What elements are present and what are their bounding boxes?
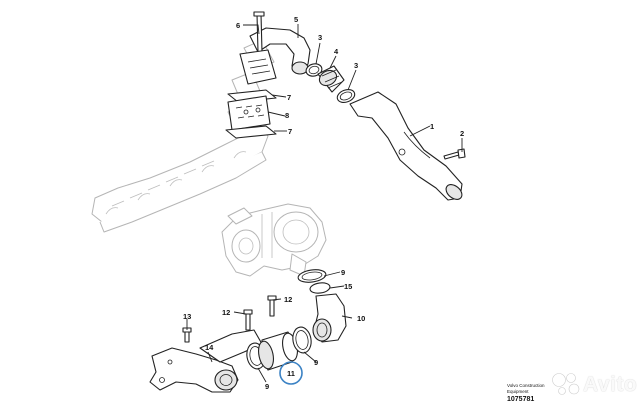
- callout-15: 15: [344, 282, 352, 291]
- callout-12-second: 12: [284, 295, 292, 304]
- turbo-outlet-elbow: [297, 269, 347, 343]
- callout-6: 6: [236, 21, 240, 30]
- callout-7-upper: 7: [287, 93, 291, 102]
- callout-2: 2: [460, 129, 464, 138]
- callout-8: 8: [285, 111, 289, 120]
- callout-11: 11: [287, 369, 295, 378]
- highlight-circle: [279, 361, 303, 385]
- callout-13: 13: [183, 312, 191, 321]
- callout-3-lower: 3: [354, 61, 358, 70]
- hose-clamps-upper: [305, 63, 356, 103]
- callout-1: 1: [430, 122, 434, 131]
- callout-5: 5: [294, 15, 298, 24]
- turbocharger-ghost: [221, 203, 327, 277]
- callout-7-lower: 7: [288, 127, 292, 136]
- callout-9-bottom-right: 9: [314, 358, 318, 367]
- callout-labels: 6 5 3 4 3 7 8 7 1 2 9 15 12 13 10 14 9 1…: [183, 15, 464, 391]
- avito-logo-icon: [552, 373, 580, 395]
- lower-intake-pipe: [149, 295, 277, 393]
- callout-12: 12: [222, 308, 230, 317]
- drawing-number: 1075781: [507, 396, 535, 403]
- manufacturer-line-2: Equipment: [507, 389, 529, 394]
- charge-air-pipe: [349, 91, 466, 201]
- hose-clamps-lower: [246, 326, 312, 371]
- gaskets-and-spacer: [225, 89, 277, 139]
- callout-10: 10: [357, 314, 365, 323]
- watermark-text: Avito: [583, 373, 638, 396]
- upper-elbow-pipe: [239, 11, 311, 85]
- callout-9-top: 9: [341, 268, 345, 277]
- leader-lines: [186, 24, 463, 383]
- callout-3-upper: 3: [318, 33, 322, 42]
- callout-4: 4: [334, 47, 339, 56]
- callout-9-bottom-left: 9: [265, 382, 269, 391]
- callout-14: 14: [205, 343, 214, 352]
- manufacturer-line-1: Volvo Construction: [507, 383, 545, 388]
